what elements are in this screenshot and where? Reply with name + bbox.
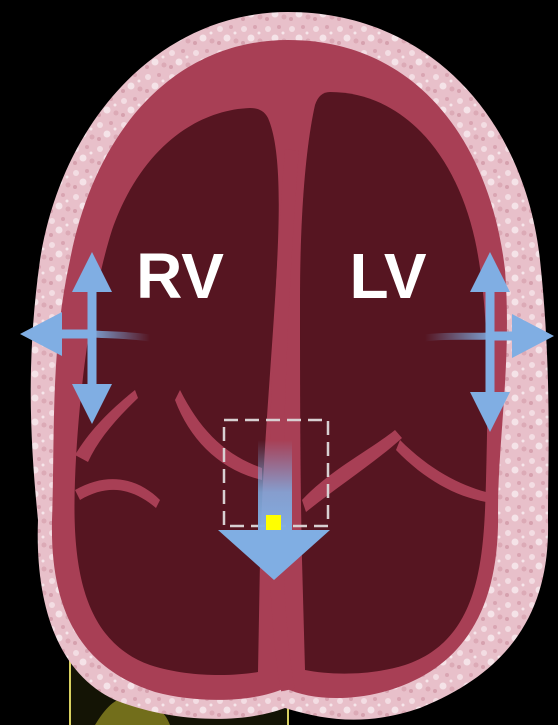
lv-label: LV — [349, 240, 426, 312]
sample-marker — [266, 515, 281, 530]
rv-label: RV — [136, 240, 224, 312]
